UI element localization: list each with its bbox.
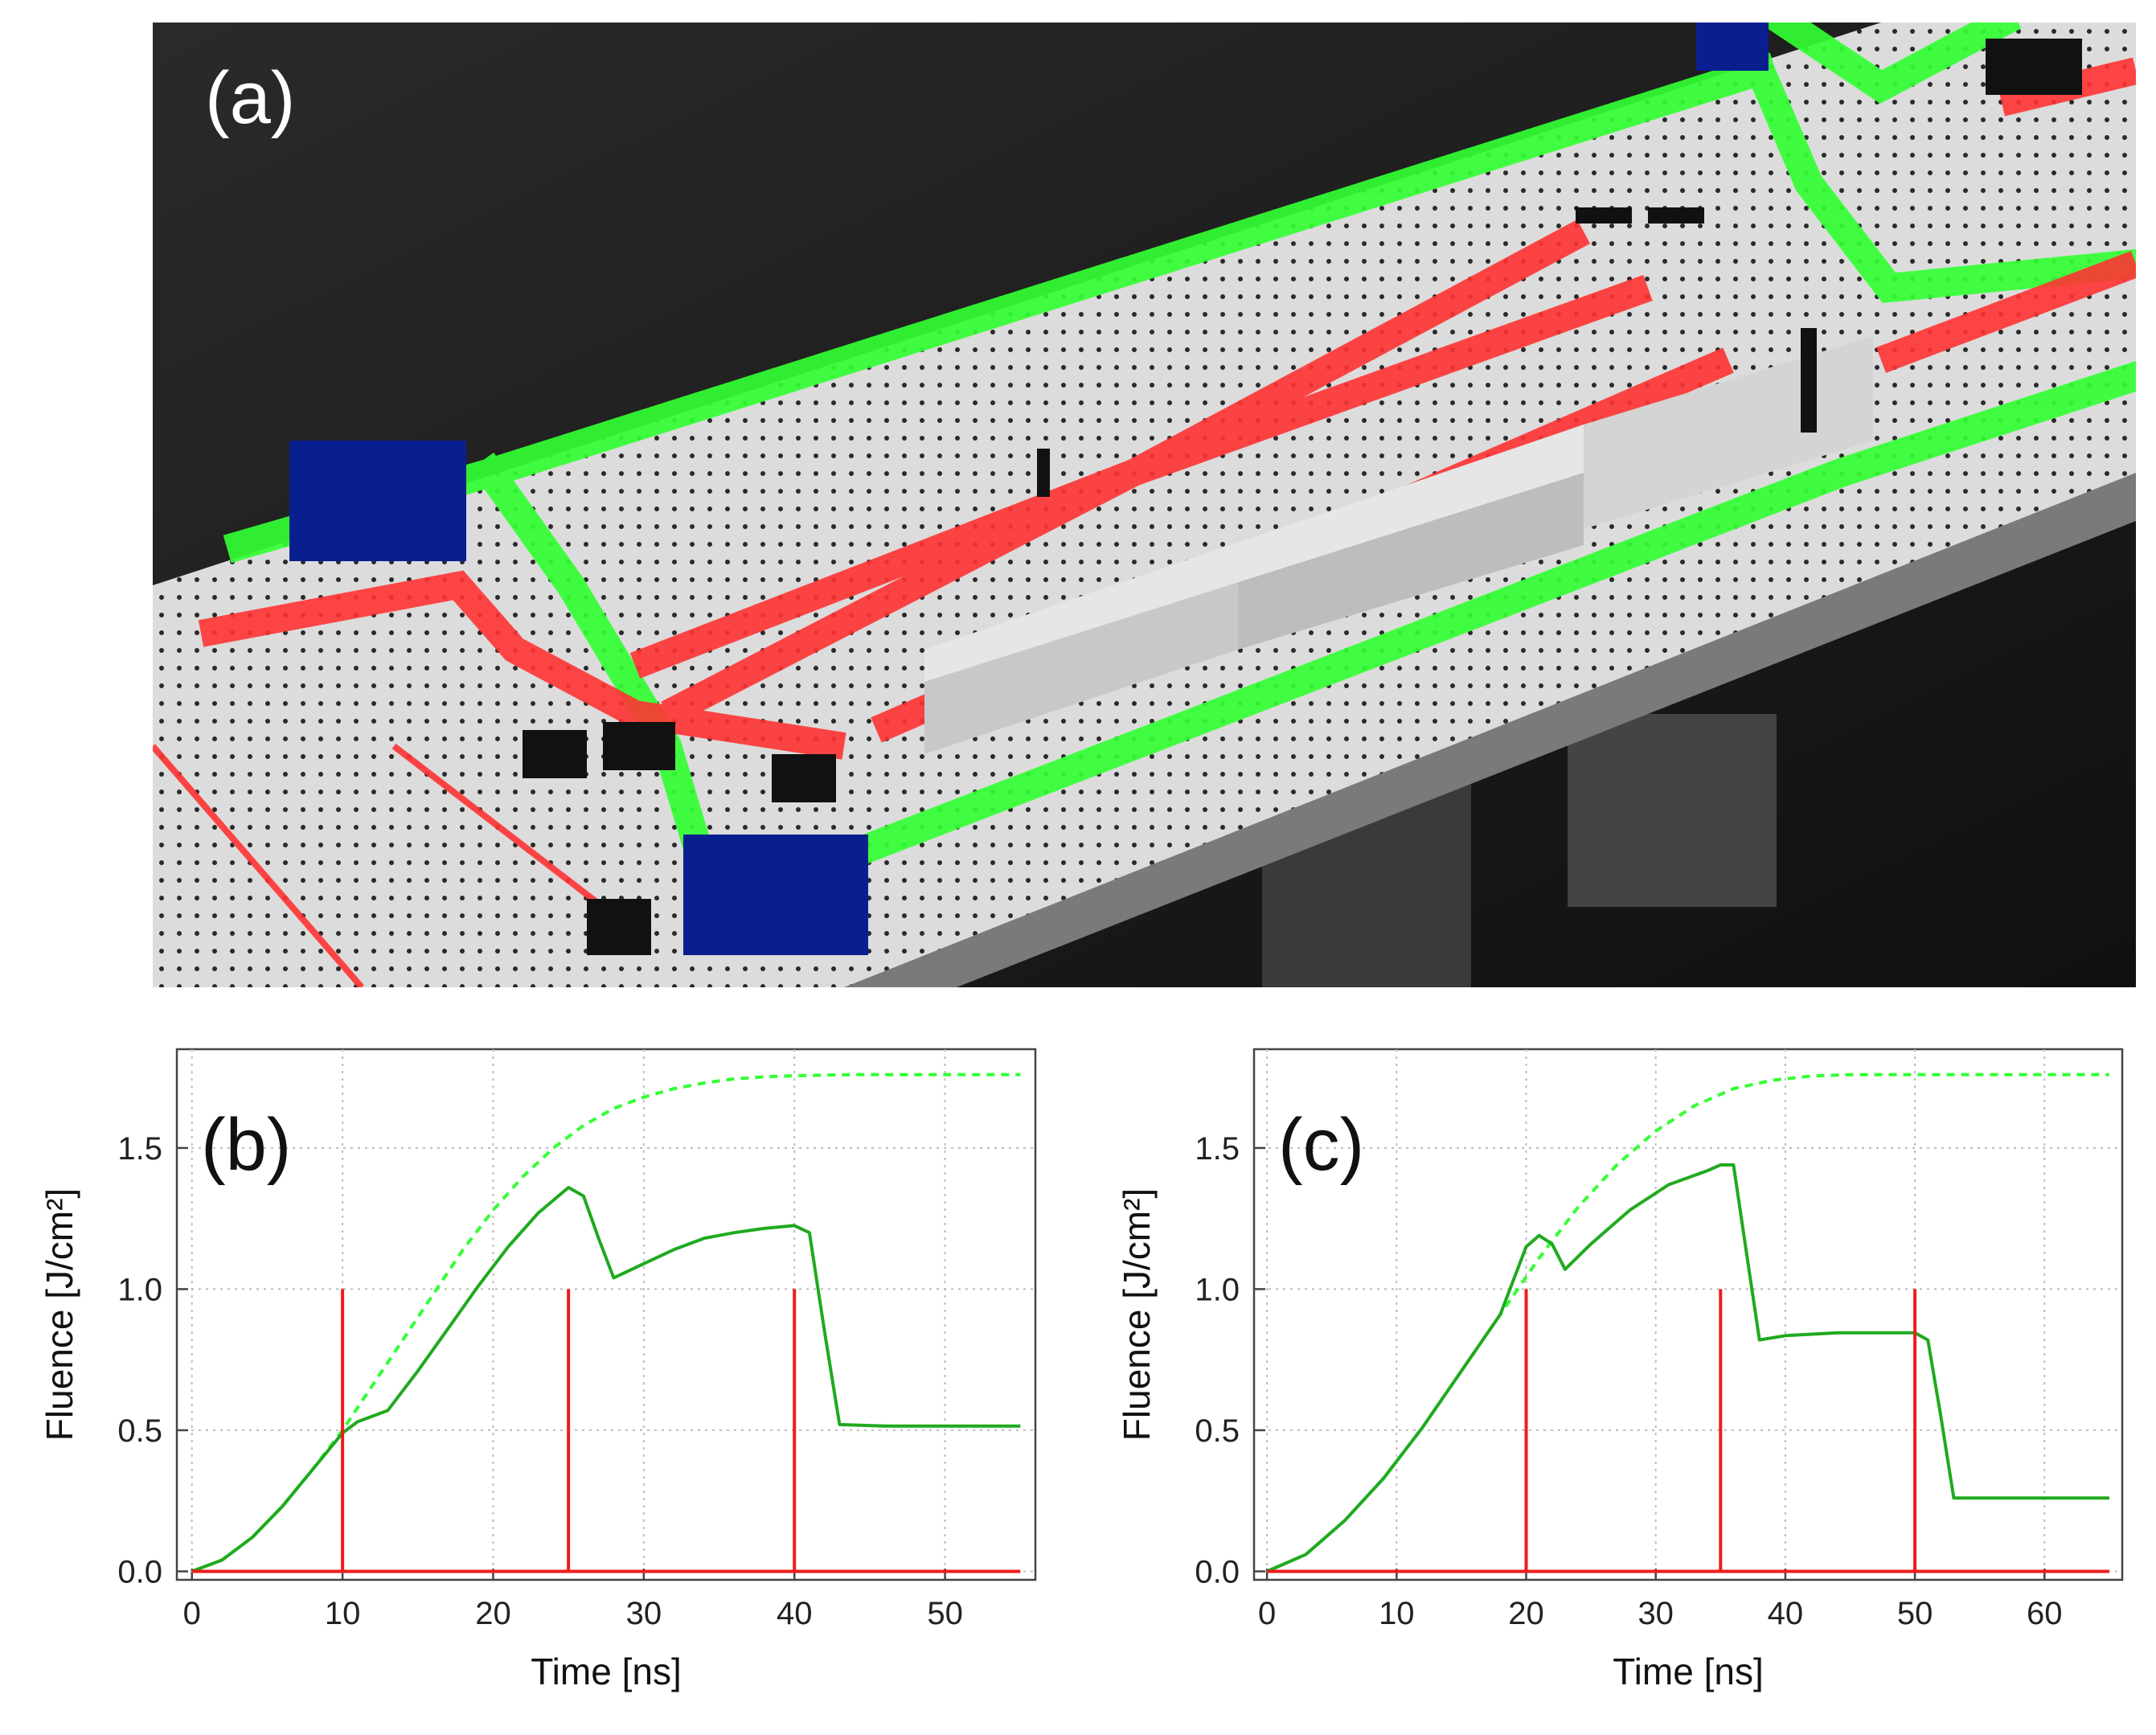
fluence-line-dashed (191, 1073, 1021, 1573)
amplifier-block-icon (289, 441, 466, 561)
y-tick-label: 1.5 (1195, 1131, 1240, 1167)
optical-layout-render: (a) (153, 23, 2136, 987)
y-tick-label: 1.0 (117, 1272, 162, 1307)
y-tick-label: 0.5 (117, 1413, 162, 1449)
plot-frame (1252, 1048, 2124, 1581)
x-tick-label: 10 (1379, 1596, 1415, 1631)
amplifier-block-icon (683, 835, 868, 955)
green-beam-paths (223, 23, 2136, 926)
x-tick-label: 10 (325, 1596, 361, 1631)
x-tick-label: 20 (475, 1596, 511, 1631)
x-tick-label: 40 (777, 1596, 813, 1631)
y-axis-label: Fluence [J/cm²] (39, 1188, 80, 1441)
x-axis-label: Time [ns] (531, 1651, 681, 1692)
x-axis-label: Time [ns] (1613, 1651, 1763, 1692)
x-tick-label: 20 (1508, 1596, 1544, 1631)
x-tick-label: 0 (1258, 1596, 1276, 1631)
y-tick-label: 0.0 (117, 1554, 162, 1589)
table-leg (1568, 714, 1777, 907)
x-tick-label: 30 (626, 1596, 662, 1631)
y-tick-label: 0.0 (1195, 1554, 1240, 1589)
amplifier-block-icon (1696, 23, 1769, 71)
x-tick-label: 50 (1897, 1596, 1933, 1631)
x-tick-label: 40 (1768, 1596, 1804, 1631)
panel-label: (c) (1278, 1104, 1364, 1186)
mirror-icon (523, 39, 2082, 955)
x-tick-label: 50 (927, 1596, 963, 1631)
plot-frame (175, 1048, 1037, 1581)
x-tick-label: 30 (1637, 1596, 1674, 1631)
fluence-line-solid (1266, 1163, 2109, 1573)
panel-a-label: (a) (205, 57, 295, 139)
y-tick-label: 0.5 (1195, 1413, 1240, 1449)
gain-module-icon (924, 336, 1873, 754)
fluence-line-solid (191, 1186, 1021, 1573)
panel-label: (b) (201, 1104, 291, 1186)
x-tick-label: 60 (2027, 1596, 2063, 1631)
y-tick-label: 1.0 (1195, 1272, 1240, 1307)
x-tick-label: 0 (183, 1596, 201, 1631)
y-tick-label: 1.5 (117, 1131, 162, 1167)
y-axis-label: Fluence [J/cm²] (1116, 1188, 1158, 1441)
